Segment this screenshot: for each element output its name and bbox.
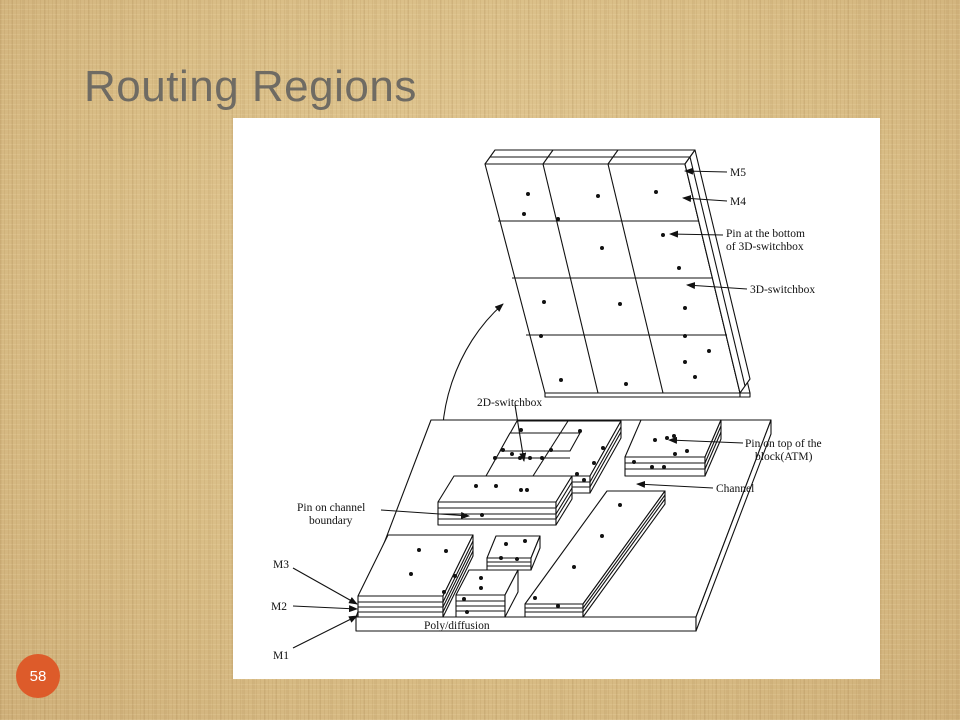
label-3d-switchbox: 3D-switchbox	[750, 284, 815, 296]
small-lower-block	[455, 569, 519, 618]
label-channel: Channel	[716, 483, 754, 495]
label-m4: M4	[730, 196, 746, 208]
label-poly-diffusion: Poly/diffusion	[424, 620, 490, 632]
page-number-badge: 58	[16, 654, 60, 698]
diagram-labels: M5 M4 Pin at the bottom of 3D-switchbox …	[271, 167, 822, 662]
right-long-block	[524, 490, 666, 618]
label-m5: M5	[730, 167, 746, 179]
middle-block	[437, 475, 573, 526]
label-2d-switchbox: 2D-switchbox	[477, 397, 542, 409]
label-pin-channel-1: Pin on channel	[297, 502, 365, 514]
label-pin-channel-2: boundary	[309, 515, 353, 527]
annotation-arrows	[292, 167, 748, 649]
routing-regions-figure: M5 M4 Pin at the bottom of 3D-switchbox …	[233, 118, 880, 679]
label-pin-top-1: Pin on top of the	[745, 438, 822, 450]
slide-title: Routing Regions	[84, 62, 417, 111]
routing-regions-diagram: M5 M4 Pin at the bottom of 3D-switchbox …	[271, 149, 822, 662]
label-pin-bottom-2: of 3D-switchbox	[726, 241, 804, 253]
label-m2: M2	[271, 601, 287, 613]
3d-switchbox-pins	[522, 190, 711, 386]
label-pin-bottom-1: Pin at the bottom	[726, 228, 805, 240]
small-upper-block	[486, 535, 541, 571]
atm-block	[624, 419, 722, 477]
3d-switchbox-stack	[484, 149, 751, 398]
label-m3: M3	[273, 559, 289, 571]
label-pin-top-2: block(ATM)	[755, 451, 813, 463]
label-m1: M1	[273, 650, 289, 662]
